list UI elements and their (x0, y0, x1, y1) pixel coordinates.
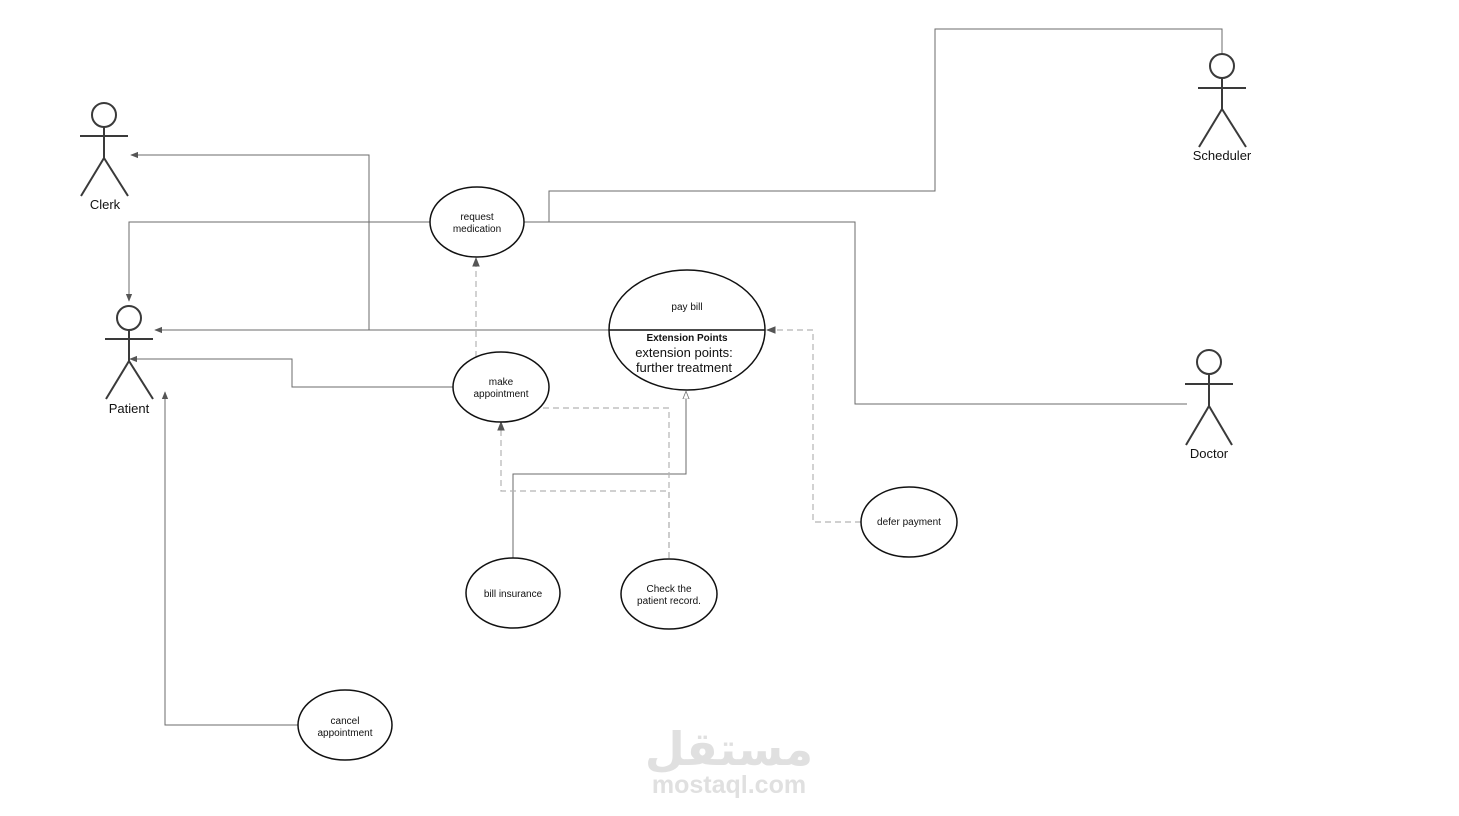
use-case-defer-payment[interactable]: defer payment (860, 486, 958, 558)
actor-clerk-label: Clerk (90, 197, 121, 212)
edge-request-patient (125, 221, 430, 302)
request-medication-line2: medication (453, 224, 501, 235)
connectors (125, 28, 1223, 726)
edge-check-makeappt-upper (476, 407, 670, 558)
use-case-request-medication[interactable]: request medication (429, 186, 525, 258)
watermark: مستقل mostaql.com (645, 722, 813, 799)
cancel-appointment-line1: cancel (331, 716, 360, 727)
pay-bill-compartment-title: Extension Points (646, 333, 728, 344)
use-case-make-appointment[interactable]: make appointment (452, 351, 550, 423)
actor-patient-label: Patient (109, 401, 150, 416)
stick-figure-icon (80, 102, 129, 197)
edge-makeappt-patient (129, 355, 454, 388)
defer-payment-label: defer payment (877, 517, 941, 528)
cancel-appointment-line2: appointment (317, 728, 372, 739)
stick-figure-icon (105, 305, 154, 400)
actor-scheduler-label: Scheduler (1193, 148, 1252, 163)
edge-cancel-patient (161, 391, 298, 726)
pay-bill-extension-line1: extension points: (635, 345, 733, 360)
stick-figure-icon (1185, 349, 1233, 446)
use-case-pay-bill[interactable]: pay bill Extension Points extension poin… (608, 269, 766, 391)
watermark-arabic: مستقل (645, 722, 813, 776)
edge-defer-paybill (766, 326, 861, 523)
edge-check-makeappt-lower (497, 421, 670, 558)
check-record-line1: Check the (646, 584, 691, 595)
make-appointment-line1: make (489, 377, 514, 388)
edge-request-scheduler (524, 28, 1223, 223)
request-medication-line1: request (460, 212, 494, 223)
use-case-check-patient-record[interactable]: Check the patient record. (620, 558, 718, 630)
actor-scheduler[interactable]: Scheduler (1193, 53, 1252, 163)
pay-bill-extension-line2: further treatment (636, 360, 732, 375)
actor-clerk[interactable]: Clerk (80, 102, 129, 212)
edge-billins-paybill (512, 392, 686, 558)
edge-request-doctor (524, 221, 1187, 405)
edge-paybill-clerk (130, 151, 609, 331)
actor-doctor[interactable]: Doctor (1185, 349, 1233, 461)
actor-patient[interactable]: Patient (105, 305, 154, 416)
use-case-cancel-appointment[interactable]: cancel appointment (297, 689, 393, 761)
actor-doctor-label: Doctor (1190, 446, 1229, 461)
bill-insurance-label: bill insurance (484, 589, 543, 600)
make-appointment-line2: appointment (473, 389, 528, 400)
use-case-bill-insurance[interactable]: bill insurance (465, 557, 561, 629)
check-record-line2: patient record. (637, 596, 701, 607)
watermark-latin: mostaql.com (652, 771, 806, 799)
stick-figure-icon (1198, 53, 1247, 148)
pay-bill-name: pay bill (671, 302, 702, 313)
